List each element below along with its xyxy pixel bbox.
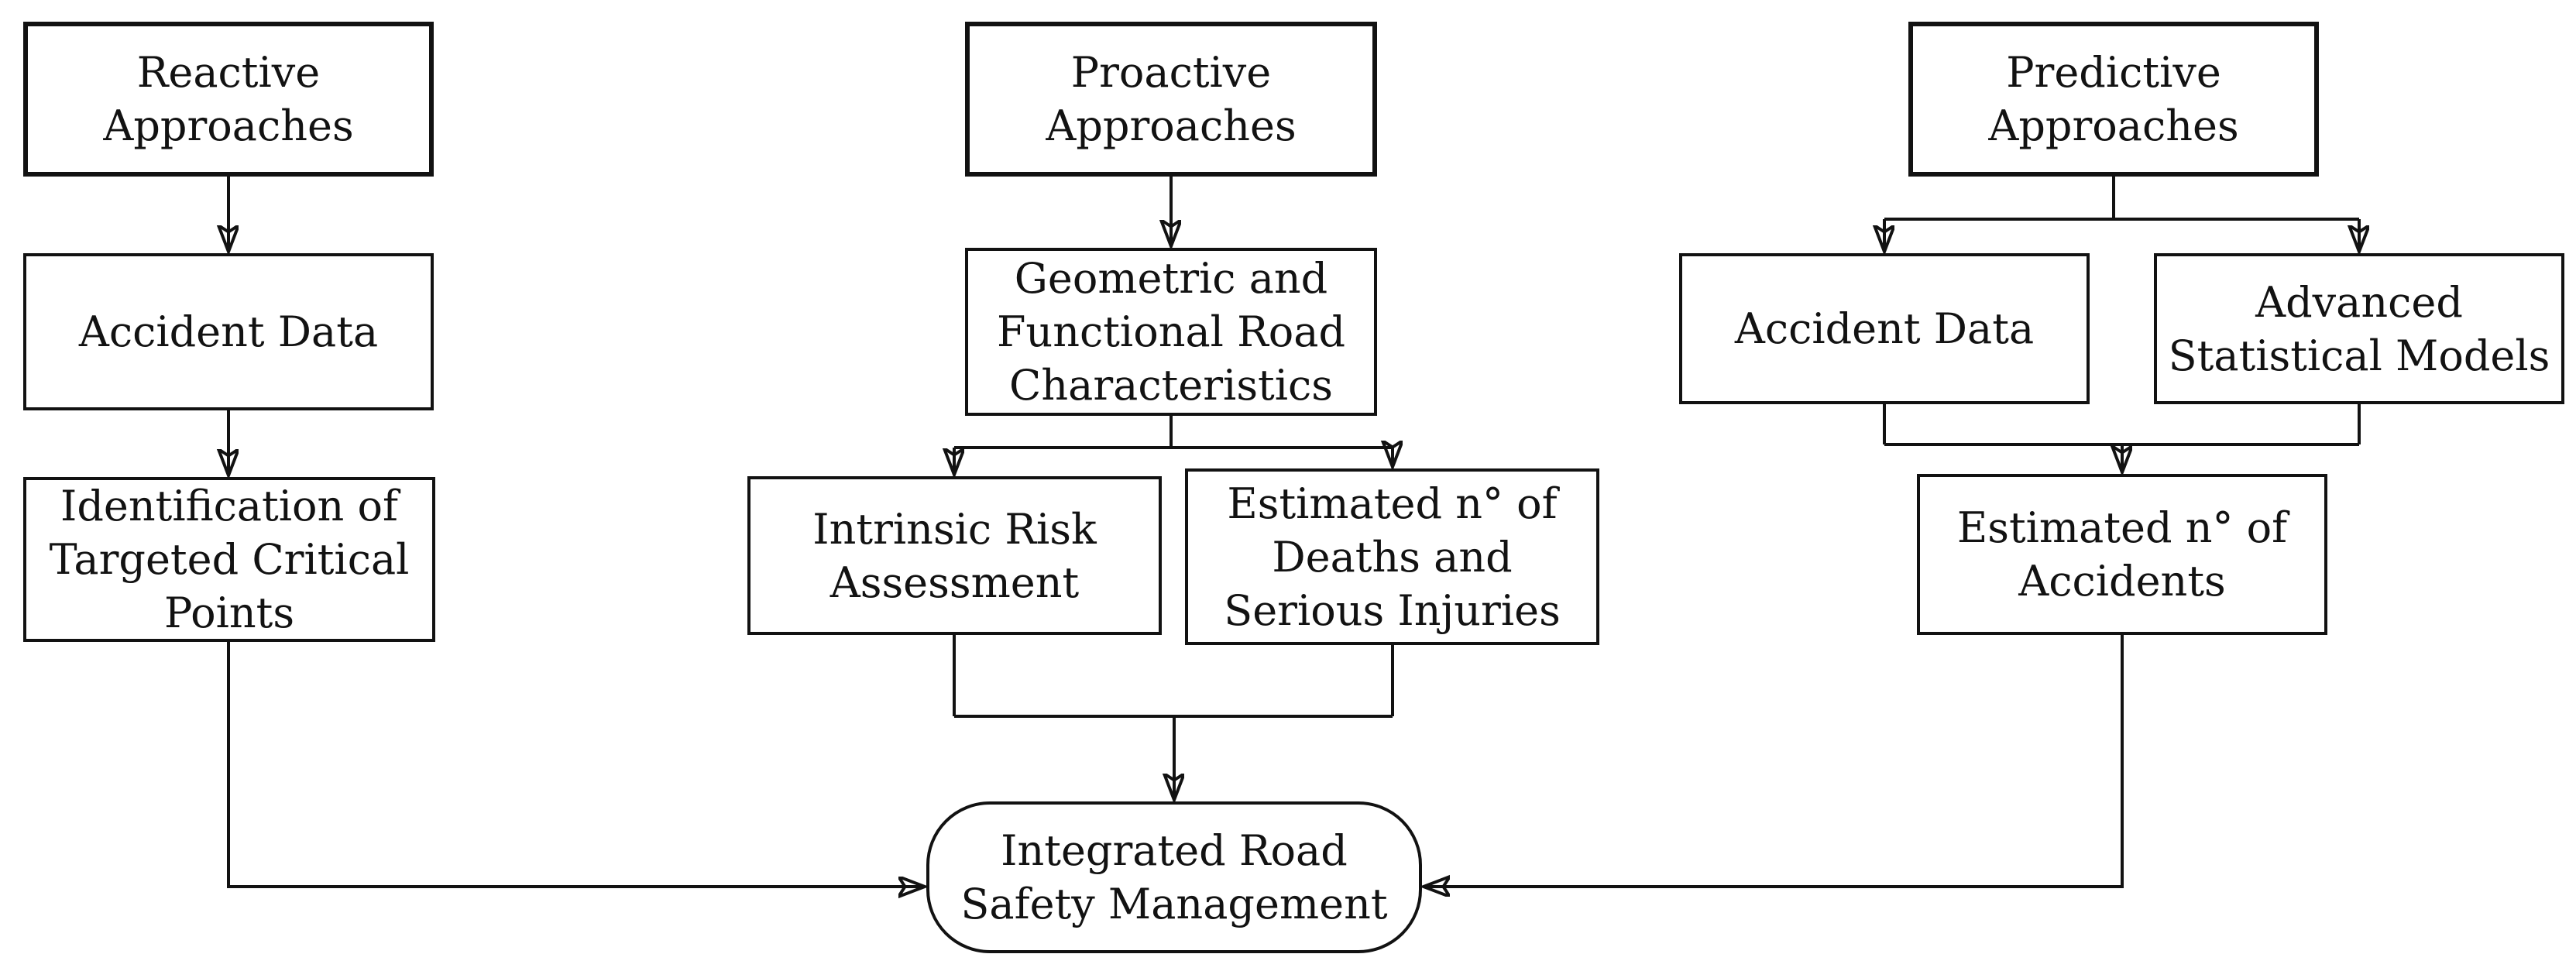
connector-estimated-accidents-to-integrated — [1424, 633, 2124, 887]
node-label-line: Safety Management — [960, 880, 1388, 928]
flow-node-accident-data-left: Accident Data — [23, 253, 434, 410]
node-label-line: Predictive — [2006, 48, 2221, 97]
flow-node-accident-data-right: Accident Data — [1679, 253, 2090, 404]
flow-node-predictive-approaches: Predictive Approaches — [1908, 22, 2319, 177]
node-label-line: Accident Data — [78, 307, 379, 356]
flow-node-reactive-approaches: Reactive Approaches — [23, 22, 434, 177]
flow-node-proactive-approaches: Proactive Approaches — [965, 22, 1377, 177]
flow-node-estimated-accidents: Estimated n° of Accidents — [1917, 474, 2327, 635]
flow-node-estimated-deaths-injuries: Estimated n° of Deaths and Serious Injur… — [1185, 468, 1599, 645]
node-label-line: Accident Data — [1734, 304, 2035, 353]
node-label-line: Serious Injuries — [1224, 585, 1561, 635]
node-label-line: Functional Road — [996, 307, 1346, 356]
node-label-line: Deaths and — [1272, 532, 1513, 582]
node-label-line: Characteristics — [1009, 361, 1333, 410]
node-label-line: Approaches — [1046, 101, 1297, 150]
node-label-line: Estimated n° of — [1956, 503, 2288, 552]
flow-node-identification-critical-points: Identification of Targeted Critical Poin… — [23, 477, 435, 642]
flow-node-advanced-statistical-models: Advanced Statistical Models — [2154, 253, 2564, 404]
node-label-line: Assessment — [829, 558, 1080, 607]
node-label-line: Approaches — [103, 101, 354, 150]
connector-identification-to-integrated — [227, 640, 924, 887]
flow-node-intrinsic-risk-assessment: Intrinsic Risk Assessment — [747, 476, 1162, 635]
node-label-line: Targeted Critical — [49, 535, 410, 584]
flow-node-geometric-functional-road: Geometric and Functional Road Characteri… — [965, 248, 1377, 416]
node-label-line: Estimated n° of — [1227, 479, 1558, 528]
node-label-line: Accidents — [2018, 557, 2226, 606]
flow-node-integrated-road-safety-management: Integrated Road Safety Management — [926, 801, 1422, 953]
node-label-line: Identification of — [60, 482, 398, 530]
node-label-line: Integrated Road — [1001, 826, 1348, 875]
node-label-line: Statistical Models — [2168, 331, 2550, 380]
node-label-line: Points — [163, 589, 295, 637]
node-label-line: Intrinsic Risk — [812, 504, 1097, 554]
node-label-line: Approaches — [1988, 101, 2239, 150]
node-label-line: Proactive — [1070, 48, 1272, 97]
node-label-line: Geometric and — [1014, 254, 1328, 303]
node-label-line: Reactive — [136, 48, 321, 97]
node-label-line: Advanced — [2255, 277, 2463, 327]
